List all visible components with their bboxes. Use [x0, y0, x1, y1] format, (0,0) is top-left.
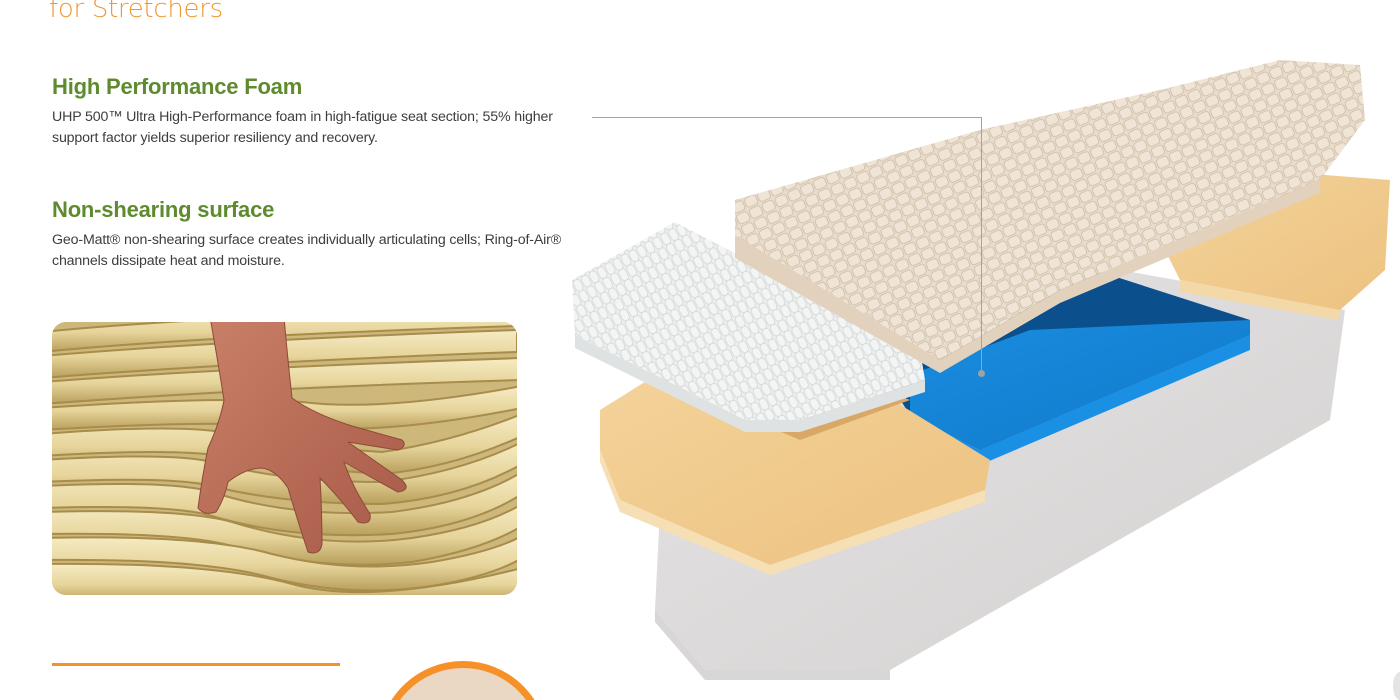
- feature-title: High Performance Foam: [52, 74, 303, 99]
- page-subtitle: for Stretchers: [49, 0, 223, 24]
- feature-title: Non-shearing surface: [52, 197, 275, 222]
- section-divider: [52, 663, 340, 666]
- edge-decoration: [1393, 672, 1400, 700]
- foam-photo-illustration: [52, 322, 517, 595]
- feature-description: Geo-Matt® non-shearing surface creates i…: [52, 232, 562, 269]
- callout-leader-vertical: [981, 117, 982, 373]
- feature-high-performance-foam: High Performance Foam UHP 500™ Ultra Hig…: [52, 74, 592, 149]
- circular-badge: [378, 661, 548, 700]
- mattress-layers-svg: [572, 60, 1390, 680]
- foam-hand-photo: [52, 322, 517, 595]
- callout-leader-horizontal: [592, 117, 982, 118]
- feature-description: UHP 500™ Ultra High-Performance foam in …: [52, 109, 553, 146]
- mattress-exploded-illustration: [560, 30, 1400, 700]
- feature-non-shearing-surface: Non-shearing surface Geo-Matt® non-shear…: [52, 197, 592, 272]
- callout-pointer-dot: [978, 370, 985, 377]
